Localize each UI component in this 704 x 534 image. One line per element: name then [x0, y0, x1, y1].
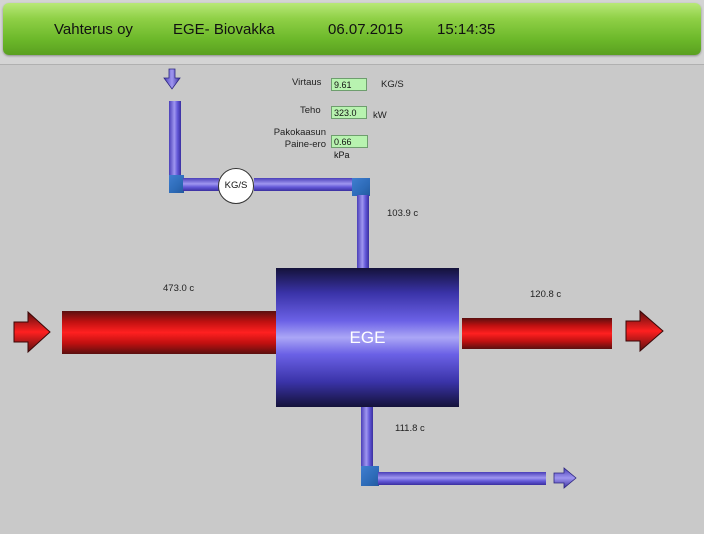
water-outlet-elbow [361, 466, 379, 486]
power-value: 323.0 [331, 106, 367, 119]
time-display: 15:14:35 [437, 21, 496, 38]
gas-inlet-arrow-icon [13, 310, 51, 354]
gas-outlet-pipe [462, 318, 612, 349]
date-display: 06.07.2015 [328, 21, 404, 38]
gas-inlet-pipe [62, 311, 276, 354]
water-inlet-temp: 103.9 c [387, 208, 419, 219]
water-inlet-pipe-to-ege [357, 195, 369, 268]
water-outlet-temp: 111.8 c [395, 423, 425, 434]
header-bar [3, 3, 701, 55]
flow-label: Virtaus [292, 77, 322, 88]
water-inlet-elbow [169, 175, 184, 193]
company-name: Vahterus oy [54, 21, 133, 38]
flow-value: 9.61 [331, 78, 367, 91]
pressure-label-line2: Paine-ero [284, 139, 326, 150]
gas-outlet-arrow-icon [625, 309, 664, 353]
water-outlet-pipe-vertical [361, 407, 373, 469]
gas-outlet-temp: 120.8 c [530, 289, 562, 300]
ege-label: EGE [349, 328, 386, 347]
flow-meter: KG/S [218, 168, 254, 204]
water-inlet-pipe-horizontal-b [254, 178, 354, 191]
flow-unit: KG/S [381, 79, 404, 90]
water-outlet-pipe-horizontal [378, 472, 546, 485]
header: Vahterus oy EGE- Biovakka 06.07.2015 15:… [0, 0, 704, 64]
water-outlet-arrow-icon [553, 467, 577, 489]
power-label: Teho [300, 105, 321, 116]
pressure-value: 0.66 kPa [331, 135, 368, 160]
water-inlet-pipe-horizontal-a [183, 178, 219, 191]
water-top-elbow [352, 178, 370, 196]
power-unit: kW [373, 110, 387, 121]
header-divider [0, 64, 704, 65]
water-inlet-pipe-vertical [169, 101, 181, 181]
pressure-label-line1: Pakokaasun [273, 127, 326, 138]
gas-inlet-temp: 473.0 c [163, 283, 195, 294]
water-inlet-arrow-icon [163, 68, 181, 90]
system-name: EGE- Biovakka [173, 21, 275, 38]
ege-heat-exchanger [276, 268, 459, 407]
